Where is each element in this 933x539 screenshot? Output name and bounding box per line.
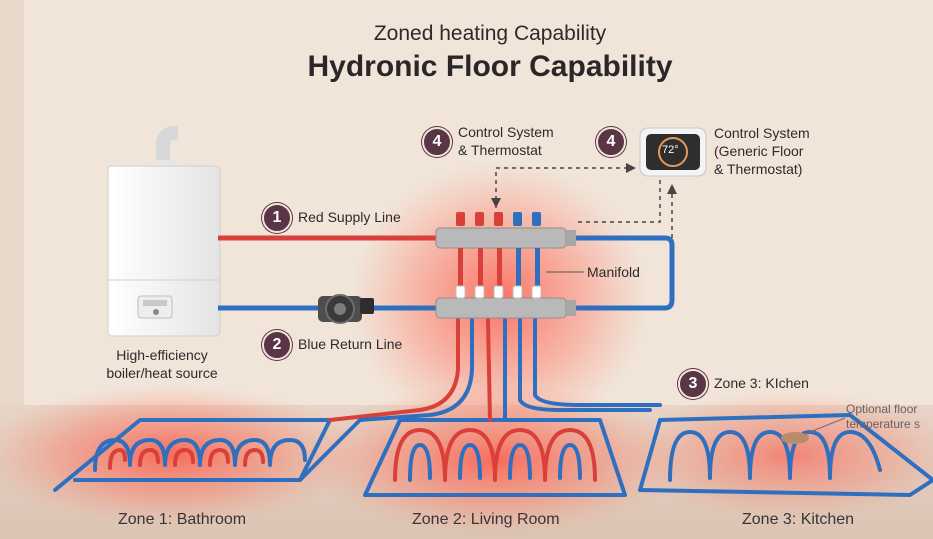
manifold-label: Manifold xyxy=(587,264,640,280)
thermostat-device xyxy=(639,127,707,177)
control-label-b-line1: Control System xyxy=(714,125,810,141)
thermostat-readout: 72° xyxy=(662,144,679,156)
circulator-pump xyxy=(318,294,374,324)
boiler-label-line1: High-efficiency xyxy=(116,347,208,363)
sensor-label-line2: temperature s xyxy=(846,417,921,431)
kitchen-badge: 3 xyxy=(678,369,708,399)
control-label-b-line3: & Thermostat) xyxy=(714,161,803,177)
control-label-a-line1: Control System xyxy=(458,124,554,140)
floor-sensor xyxy=(781,432,809,444)
manifold-loop xyxy=(576,235,675,311)
wall-corner xyxy=(0,0,24,405)
control-label-b-line2: (Generic Floor xyxy=(714,143,804,159)
diagram-subtitle: Zoned heating Capability xyxy=(373,22,607,45)
boiler-label-line2: boiler/heat source xyxy=(106,365,218,381)
sensor-leader xyxy=(804,417,846,435)
zone2-loops xyxy=(363,318,627,497)
control-badge-a: 4 xyxy=(422,127,452,157)
diagram-title: Hydronic Floor Capability xyxy=(307,50,673,83)
zone2-label: Zone 2: Living Room xyxy=(412,511,560,528)
zone3-label: Zone 3: Kitchen xyxy=(742,511,855,528)
sensor-label-line1: Optional floor xyxy=(846,402,918,416)
supply-label: Red Supply Line xyxy=(298,209,401,225)
control-badge-b: 4 xyxy=(596,127,626,157)
supply-badge: 1 xyxy=(262,203,292,233)
zone3-loops xyxy=(518,318,933,497)
boiler-unit xyxy=(107,126,221,337)
zone1-loops xyxy=(53,318,474,492)
control-label-a-line2: & Thermostat xyxy=(458,142,542,158)
manifold-unit xyxy=(435,212,584,319)
return-label: Blue Return Line xyxy=(298,336,403,352)
zone1-label: Zone 1: Bathroom xyxy=(118,511,247,528)
control-wiring xyxy=(495,167,673,238)
return-badge: 2 xyxy=(262,330,292,360)
kitchen-label: Zone 3: KIchen xyxy=(714,375,809,391)
